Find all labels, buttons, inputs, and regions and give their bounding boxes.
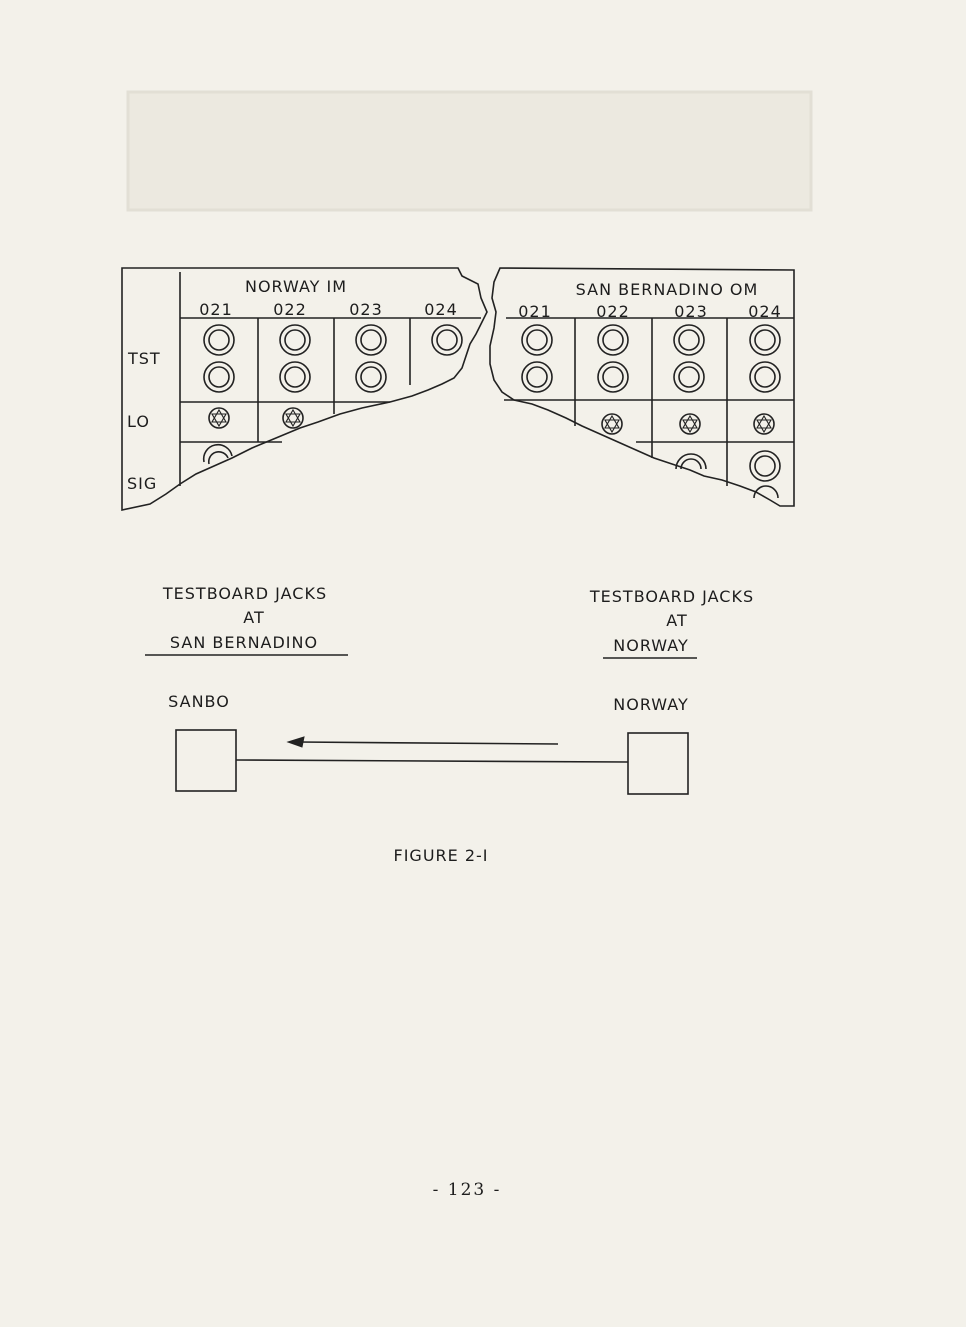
san-bernadino-om-jack-panel (489, 267, 795, 507)
right-caption-line-1: TESTBOARD JACKS (589, 587, 755, 606)
norway-im-jack-panel (121, 267, 488, 511)
lo-lamp-icon (208, 407, 230, 429)
jack-ring (355, 324, 387, 356)
right-caption-line-2: AT (666, 611, 688, 630)
jack-ring (521, 361, 553, 393)
figure-label: FIGURE 2-I (393, 846, 489, 865)
right-col-label-4: 024 (748, 302, 782, 321)
left-col-label-3: 023 (349, 300, 383, 319)
jack-ring (597, 361, 629, 393)
jack-ring (279, 324, 311, 356)
right-col-label-1: 021 (518, 302, 552, 321)
left-caption-line-2: AT (243, 608, 265, 627)
lo-lamp-icon (679, 413, 701, 435)
right-panel-title: SAN BERNADINO OM (575, 280, 759, 299)
left-col-label-2: 022 (273, 300, 307, 319)
bleed-through-block (126, 90, 813, 212)
sanbo-node-box (175, 729, 237, 792)
row-label-lo: LO (127, 412, 150, 431)
jack-ring (749, 450, 781, 482)
jack-ring (673, 324, 705, 356)
sig-jack-partial (675, 453, 707, 470)
jack-ring (749, 361, 781, 393)
left-panel-title: NORWAY IM (244, 277, 348, 296)
right-caption-line-3: NORWAY (613, 636, 689, 655)
left-caption-line-1: TESTBOARD JACKS (162, 584, 328, 603)
sig-jack-partial-inner (680, 458, 702, 470)
connecting-line (235, 759, 629, 763)
jack-ring (203, 361, 235, 393)
jack-ring (597, 324, 629, 356)
left-col-label-4: 024 (424, 300, 458, 319)
sanbo-node-label: SANBO (168, 692, 230, 711)
lo-lamp-icon (753, 413, 775, 435)
jack-ring (279, 361, 311, 393)
left-col-label-1: 021 (199, 300, 233, 319)
page-number: - 123 - (432, 1180, 502, 1200)
jack-ring (521, 324, 553, 356)
jack-ring (673, 361, 705, 393)
signal-direction-arrow-shaft (297, 741, 559, 745)
sig-jack-partial (753, 485, 779, 499)
jack-ring (203, 324, 235, 356)
jack-ring (749, 324, 781, 356)
jack-ring (431, 324, 463, 356)
sig-jack-partial-inner (207, 451, 229, 465)
sig-jack-partial (202, 443, 233, 463)
norway-node-label: NORWAY (613, 695, 689, 714)
jack-ring (355, 361, 387, 393)
signal-direction-arrow-head (286, 736, 305, 748)
left-caption-line-3: SAN BERNADINO (169, 633, 319, 652)
right-col-label-3: 023 (674, 302, 708, 321)
lo-lamp-icon (282, 407, 304, 429)
right-panel-outline (489, 267, 795, 507)
row-label-sig: SIG (127, 474, 158, 493)
left-panel-outline (121, 267, 488, 511)
row-label-tst: TST (128, 349, 161, 368)
norway-node-box (627, 732, 689, 795)
lo-lamp-icon (601, 413, 623, 435)
right-col-label-2: 022 (596, 302, 630, 321)
